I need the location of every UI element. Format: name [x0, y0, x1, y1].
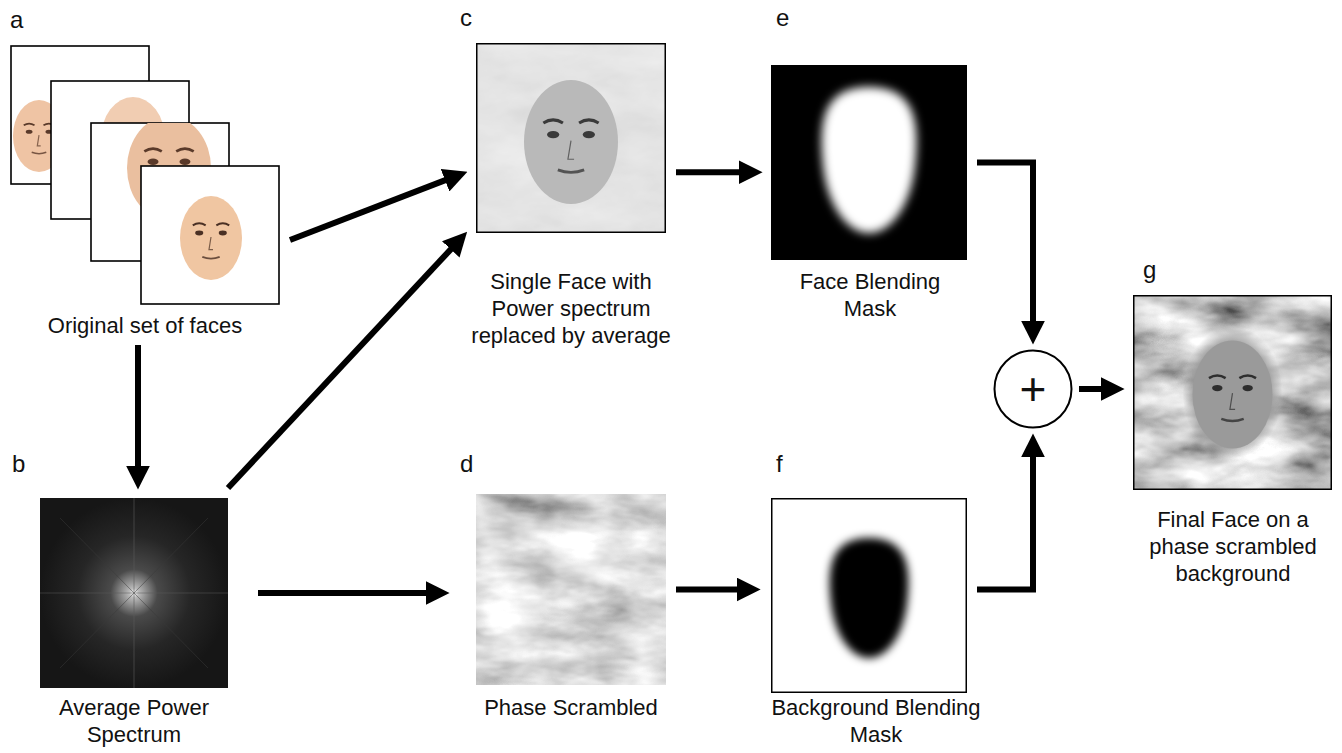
panel-image [476, 494, 666, 685]
panel-image [476, 43, 666, 233]
mask-panel: fBackground Blending Mask [751, 450, 1001, 748]
panel-caption: Average Power Spectrum [29, 694, 239, 748]
panel-image [771, 65, 967, 260]
panel-caption: Background Blending Mask [751, 694, 1001, 748]
panel-letter: e [776, 4, 789, 32]
panel-letter: c [460, 4, 472, 32]
operator-symbol: + [993, 349, 1073, 429]
arrow-connector [1079, 386, 1103, 392]
panel-caption: Final Face on a phase scrambled backgrou… [1138, 506, 1328, 587]
arrow-connector [135, 345, 141, 468]
panel-image [771, 498, 967, 693]
mask-panel: eFace Blending Mask [771, 4, 967, 322]
sum-circle: + [993, 349, 1073, 429]
arrow-connector [676, 587, 739, 593]
arrow-connector [977, 163, 1033, 324]
panel-caption: Original set of faces [10, 312, 280, 339]
panel-letter: d [460, 450, 473, 478]
panel-image [10, 45, 280, 305]
panel-caption: Single Face with Power spectrum replaced… [457, 268, 685, 349]
image-panel: dPhase Scrambled [460, 450, 681, 721]
image-panel: cSingle Face with Power spectrum replace… [457, 4, 685, 349]
panel-caption: Face Blending Mask [783, 268, 958, 322]
arrow-connector [290, 179, 447, 240]
face-set-panel: aOriginal set of faces [10, 6, 280, 339]
panel-letter: f [776, 450, 783, 478]
arrow-connector [676, 169, 741, 175]
image-panel: gFinal Face on a phase scrambled backgro… [1133, 256, 1332, 587]
arrow-connector [977, 455, 1033, 590]
panel-letter: g [1143, 256, 1156, 284]
spectrum-panel: bAverage Power Spectrum [12, 450, 239, 748]
panel-image [40, 498, 228, 688]
panel-image [1133, 295, 1332, 490]
panel-letter: b [12, 450, 25, 478]
panel-caption: Phase Scrambled [461, 694, 681, 721]
arrow-connector [258, 590, 428, 596]
panel-letter: a [10, 6, 23, 34]
